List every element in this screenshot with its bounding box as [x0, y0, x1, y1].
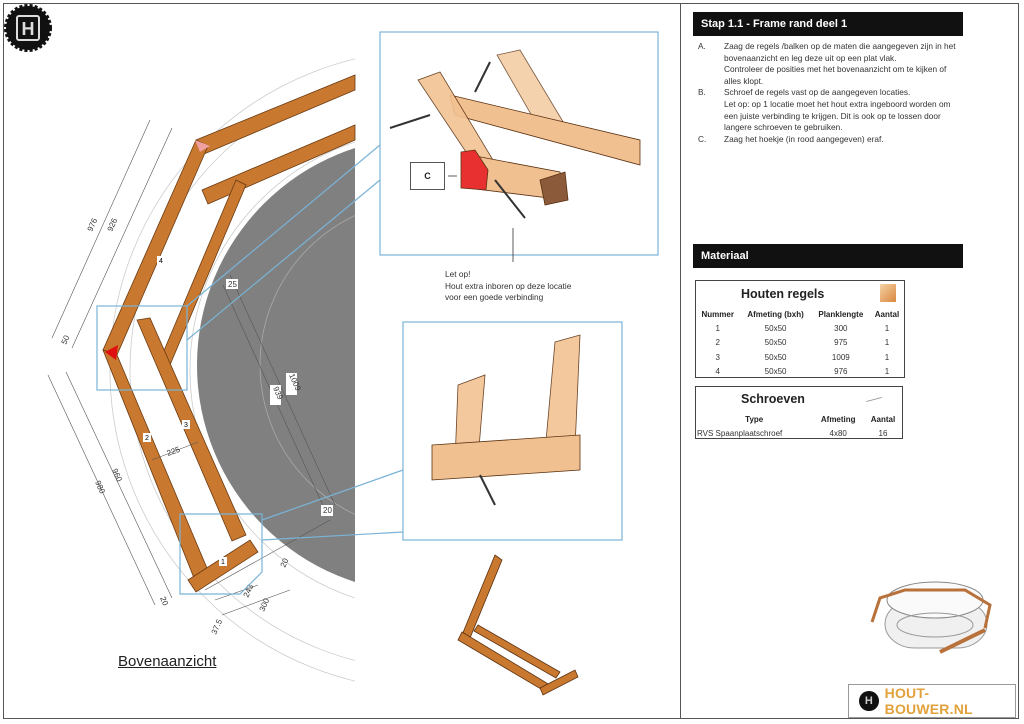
- top-view-drawing: H 4 3 2 1 976 926 50 25: [4, 4, 659, 696]
- beam-label: 2: [145, 435, 149, 442]
- step-text: Zaag de regels /balken op de maten die a…: [724, 41, 956, 63]
- fire-pit-disc: [197, 148, 355, 582]
- step-letter: A.: [698, 41, 706, 51]
- dim-label: 20: [323, 506, 332, 515]
- cell: 975: [834, 338, 848, 348]
- dim-label: 926: [106, 216, 120, 232]
- crossbar-detail-3d: [431, 334, 581, 506]
- col-header: Aantal: [874, 310, 900, 319]
- detail-frames: [96, 31, 659, 595]
- step-a: A. Zaag de regels /balken op de maten di…: [698, 41, 963, 87]
- dim-label: 300: [258, 596, 272, 612]
- cell: 1: [884, 352, 890, 362]
- cell: 2: [715, 338, 720, 348]
- dim-label: 37.5: [210, 617, 225, 635]
- dim-label: 960: [110, 467, 124, 483]
- wood-beams: [102, 74, 356, 593]
- dim-label: 20: [158, 595, 170, 607]
- dim-label: 976: [86, 216, 100, 232]
- step-text: Controleer de posities met het bovenaanz…: [724, 64, 947, 86]
- dim-label: 20: [279, 557, 291, 569]
- drilling-note: Let op! Hout extra inboren op deze locat…: [445, 269, 571, 304]
- table-row: 3 50x50 1009 1: [696, 350, 904, 365]
- table-row: 1 50x50 300 1: [696, 321, 904, 336]
- guide-arcs: [109, 58, 355, 682]
- brand-logo: H HOUT-BOUWER.NL: [848, 684, 1016, 718]
- page-frame: [3, 3, 1019, 719]
- cell: 1: [715, 323, 720, 333]
- cell: 1009: [831, 352, 850, 362]
- col-header: Aantal: [870, 415, 896, 424]
- brand-name: HOUT-BOUWER.NL: [884, 685, 973, 717]
- cell: 50x50: [764, 367, 787, 377]
- dim-label: 50: [60, 334, 72, 346]
- step-header: Stap 1.1 - Frame rand deel 1: [693, 12, 963, 36]
- step-text: Zaag het hoekje (in rood aangegeven) era…: [724, 133, 884, 144]
- col-header: Nummer: [701, 310, 734, 319]
- frame-assembly-3d: [457, 554, 579, 696]
- logo-icon: H: [4, 4, 52, 52]
- table-row: 2 50x50 975 1: [696, 336, 904, 351]
- cut-corner-marker: [105, 345, 118, 360]
- joint-detail-3d: [389, 49, 641, 262]
- cell: 1: [884, 367, 890, 377]
- beam-label: 4: [159, 258, 163, 265]
- cell: 50x50: [764, 338, 787, 348]
- step-text: Let op: op 1 locatie moet het hout extra…: [724, 98, 951, 133]
- beam-label: 1: [221, 559, 225, 566]
- cell: 1: [884, 323, 890, 333]
- step-text: Schroef de regels vast op de aangegeven …: [724, 87, 911, 98]
- note-line: Let op!: [445, 269, 471, 279]
- brand-icon: H: [859, 691, 879, 711]
- cell: 50x50: [764, 323, 787, 333]
- panel-divider: [680, 3, 681, 719]
- step-b: B. Schroef de regels vast op de aangegev…: [698, 87, 963, 133]
- screw-icon: [866, 396, 882, 403]
- wood-plank-icon: [880, 284, 896, 302]
- corner-marker: [195, 140, 210, 152]
- view-title: Bovenaanzicht: [118, 653, 217, 670]
- dim-label: 225: [166, 445, 182, 458]
- step-letter: C.: [698, 133, 707, 144]
- cell: 16: [878, 428, 888, 438]
- step-c: C. Zaag het hoekje (in rood aangegeven) …: [698, 134, 963, 146]
- material-header: Materiaal: [693, 244, 963, 268]
- step-letter: B.: [698, 87, 706, 98]
- cell: 4: [715, 367, 720, 377]
- col-header: Type: [745, 415, 764, 424]
- note-line: voor een goede verbinding: [445, 292, 544, 302]
- dim-label: 25: [228, 280, 237, 289]
- cell: 50x50: [764, 352, 787, 362]
- table-row: RVS Spaanplaatschroef 4x80 16: [696, 426, 902, 441]
- note-line: Hout extra inboren op deze locatie: [445, 280, 572, 291]
- wood-table: Houten regels Nummer Afmeting (bxh) Plan…: [695, 280, 905, 378]
- table-row: 4 50x50 976 1: [696, 365, 904, 380]
- col-header: Afmeting (bxh): [747, 310, 804, 319]
- cell: RVS Spaanplaatschroef: [697, 428, 783, 438]
- cell: 976: [834, 367, 848, 377]
- wood-table-title: Houten regels: [741, 287, 825, 301]
- cell: 1: [884, 338, 890, 348]
- cell: 4x80: [829, 428, 847, 438]
- logo-letter: H: [22, 19, 35, 39]
- beam-label: 3: [184, 422, 188, 429]
- step-instructions: A. Zaag de regels /balken op de maten di…: [698, 41, 963, 145]
- callout-c: C: [410, 162, 445, 190]
- cell: 300: [834, 323, 848, 333]
- cell: 3: [715, 352, 720, 362]
- col-header: Afmeting: [820, 415, 856, 424]
- screws-table-title: Schroeven: [741, 392, 805, 406]
- dim-label: 980: [93, 479, 107, 495]
- col-header: Planklengte: [818, 310, 864, 319]
- screws-table: Schroeven Type Afmeting Aantal RVS Spaan…: [695, 386, 903, 439]
